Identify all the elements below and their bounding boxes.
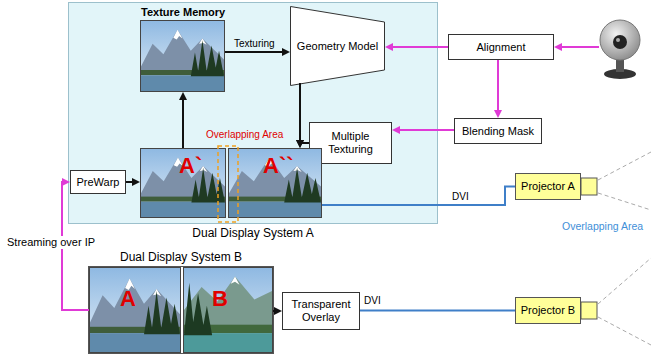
connector-line [182, 99, 184, 148]
connector-label: Streaming over IP [5, 236, 97, 249]
camera-glint [616, 38, 620, 42]
display-group: Dual Display System BAB [88, 266, 274, 354]
geometry-trapezoid: Geometry Model [290, 6, 385, 86]
connector-line [225, 51, 283, 53]
landscape-picture [141, 149, 225, 217]
arrow-head [494, 110, 502, 118]
camera-icon [600, 20, 640, 79]
landscape-picture [90, 268, 180, 352]
projection-ray [598, 317, 651, 345]
connector-line [497, 60, 499, 111]
projection-ray [598, 193, 651, 210]
landscape-picture [141, 21, 224, 91]
process-box: Alignment [448, 34, 554, 60]
landscape-picture [141, 21, 224, 91]
display-letter: A` [179, 155, 202, 177]
image-heading: Texture Memory [141, 6, 225, 18]
landscape-picture [90, 268, 180, 352]
camera-lens [613, 35, 627, 49]
node-text: Transparent Overlay [283, 298, 359, 323]
connector-label: DVI [364, 295, 381, 307]
system-panel: Dual Display System ATexture MemoryGeome… [68, 2, 438, 224]
group-title: Dual Display System B [89, 250, 273, 264]
trapezoid-outline [291, 7, 385, 86]
process-box: Transparent Overlay [282, 292, 360, 330]
projection-ray [598, 258, 651, 304]
landscape-picture [184, 268, 272, 352]
arrow-head [274, 307, 282, 315]
node-text: Projector B [521, 304, 575, 317]
node-text: PreWarp [77, 176, 120, 189]
node-text: Projector A [521, 180, 575, 193]
panel-title: Dual Display System A [69, 226, 437, 240]
connector [360, 310, 515, 311]
process-box: Blending Mask [454, 118, 542, 144]
landscape-picture [184, 268, 272, 352]
display-letter: B [212, 288, 228, 310]
landscape-picture [229, 149, 321, 217]
projector-box: Projector B [515, 297, 581, 324]
display-image: B [183, 267, 273, 353]
note-label: Overlapping Area [206, 129, 283, 141]
projection-ray [598, 152, 651, 180]
projector-box: Projector A [515, 173, 581, 200]
connector-line [126, 181, 133, 183]
connector-line [392, 46, 448, 48]
note-label: Overlapping Area [562, 220, 643, 232]
node-text: Blending Mask [462, 125, 534, 138]
node-text: Geometry Model [297, 40, 378, 53]
camera-line [561, 46, 599, 48]
connector-label: DVI [452, 191, 469, 203]
display-letter: A`` [263, 155, 294, 177]
projector-lens [581, 178, 597, 195]
display-image: A` [140, 148, 226, 218]
node-text: Multiple Texturing [310, 130, 391, 155]
display-image: A [89, 267, 181, 353]
projector-lens [581, 302, 597, 319]
display-image: A`` [228, 148, 322, 218]
connector-line [273, 310, 275, 312]
camera-body [600, 20, 640, 60]
connector-line [399, 129, 454, 131]
arrow-head [554, 43, 562, 51]
node-text: Alignment [477, 41, 526, 54]
connector [273, 307, 282, 315]
connector-label: Texturing [234, 38, 275, 50]
connector-line [360, 310, 515, 312]
process-box: PreWarp [70, 170, 126, 194]
connector-line [299, 83, 301, 141]
connector [494, 60, 502, 118]
texture-image: Texture Memory [140, 20, 225, 92]
display-letter: A [120, 288, 136, 310]
